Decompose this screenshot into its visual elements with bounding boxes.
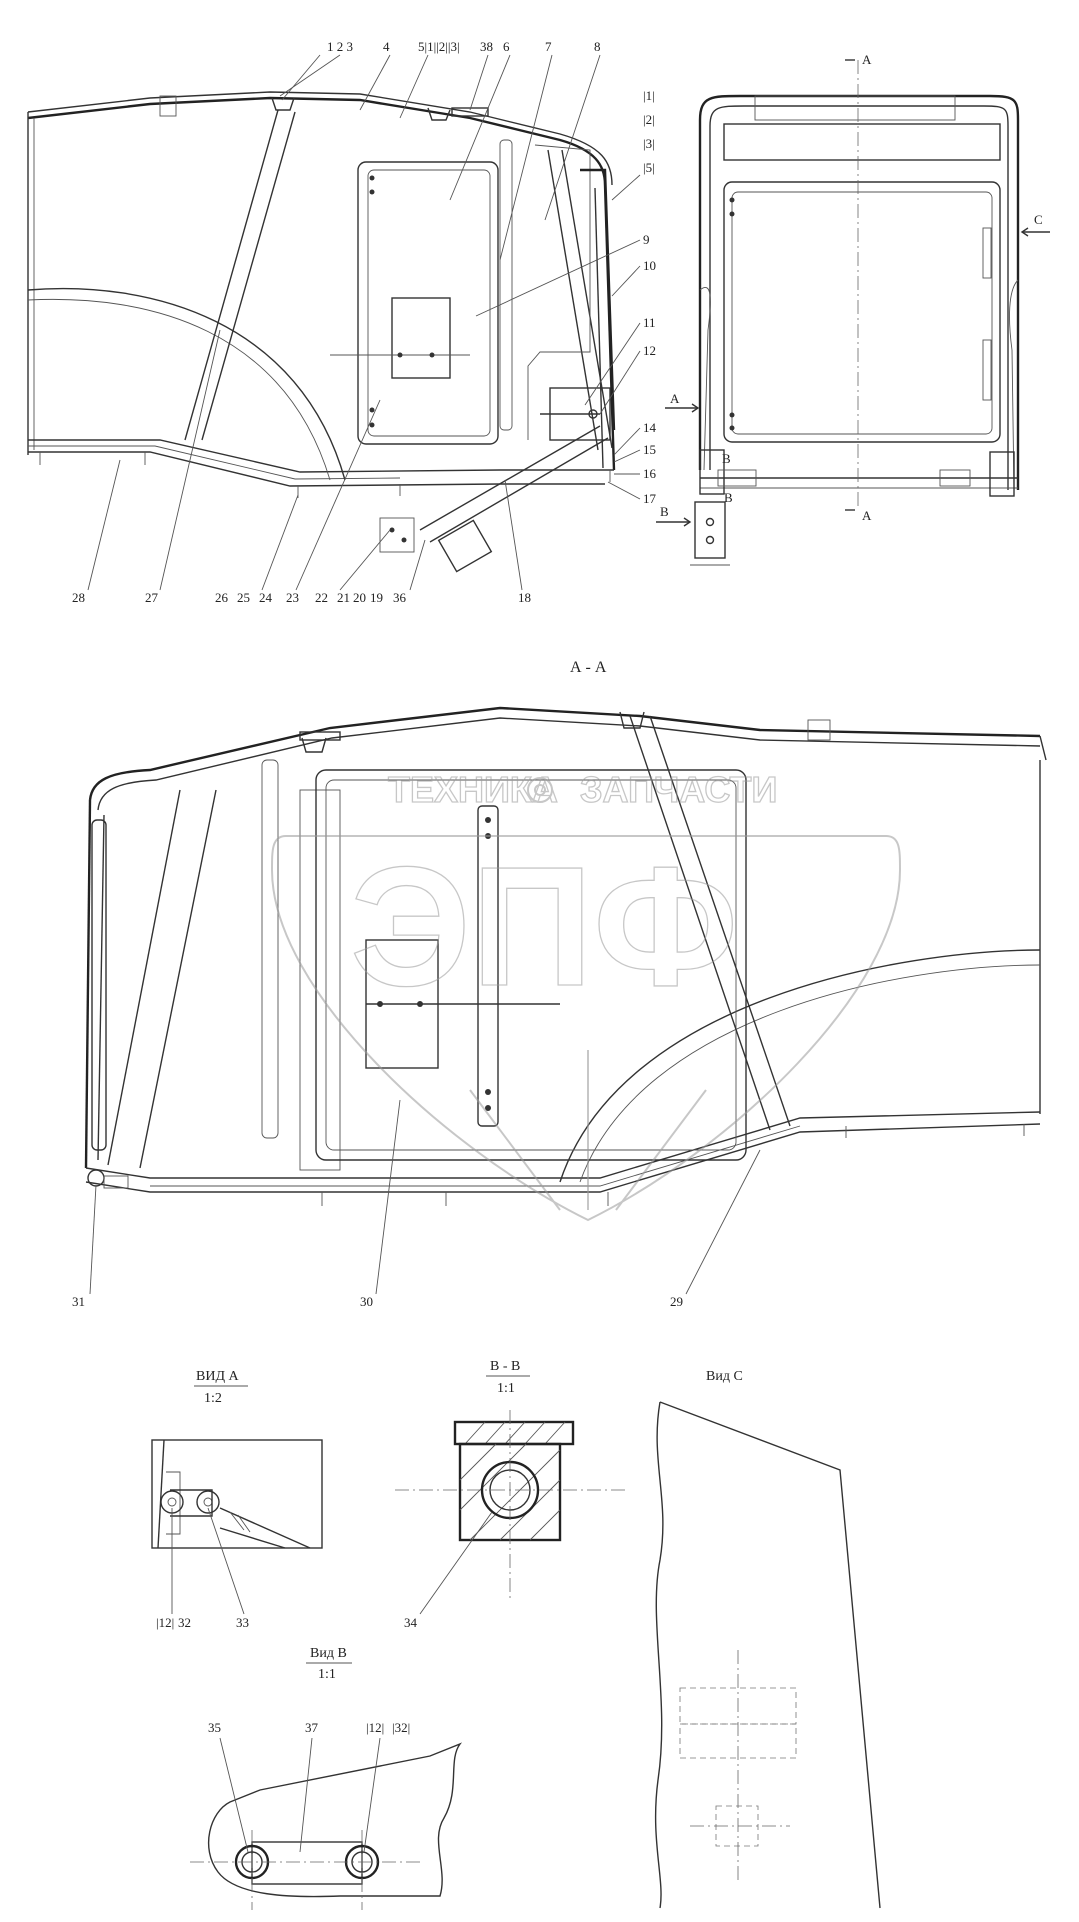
callout-9: 9 [643,232,650,247]
watermark-tekhnika: ТЕХНИКА [388,769,558,810]
watermark-letters: ЭПФ [350,832,738,1022]
view-a-callouts: |12| 32 33 [156,1507,249,1630]
ref-1: |1| [643,88,655,103]
wheat-icon [469,1050,707,1211]
callout-12: 12 [643,343,656,358]
callout-23: 23 [286,590,299,605]
view-mark-c: C [1034,212,1043,227]
callout-31: 31 [72,1294,85,1309]
view-bb: B - B 1:1 [395,1359,625,1600]
section-aa-view: А - А [84,659,1047,1206]
callout-16: 16 [643,466,657,481]
view-mark-a: A [670,391,680,406]
front-view-marks: A A A C B B B [660,52,1043,523]
view-b-scale: 1:1 [318,1667,336,1682]
section-aa-title: А - А [570,659,607,676]
view-bb-scale: 1:1 [497,1381,515,1396]
watermark-zapchasti: ЗАПЧАСТИ [580,769,777,810]
callout-32: 32 [178,1615,191,1630]
callout-18: 18 [518,590,531,605]
callout-15: 15 [643,442,656,457]
callout-17: 17 [643,491,657,506]
ref-3: |3| [643,136,655,151]
callout-29: 29 [670,1294,683,1309]
callout-19: 19 [370,590,383,605]
callout-25: 25 [237,590,250,605]
watermark: ТЕХНИКА ЗАПЧАСТИ ЭПФ [270,768,902,1222]
callout-14: 14 [643,420,657,435]
callout-33: 33 [236,1615,249,1630]
callout-1-2-3: 1 2 3 [327,39,353,54]
callout-20: 20 [353,590,366,605]
gear-icon [527,777,553,803]
view-c-title: Вид С [706,1369,743,1384]
callout-12-ref-b: |12| [366,1720,384,1735]
callout-7: 7 [545,39,552,54]
callout-35: 35 [208,1720,221,1735]
callout-37: 37 [305,1720,319,1735]
callout-6: 6 [503,39,510,54]
callout-4: 4 [383,39,390,54]
section-mark-b-1: B [722,451,731,466]
callout-10: 10 [643,258,656,273]
callout-24: 24 [259,590,273,605]
callout-26: 26 [215,590,229,605]
side-view-callouts: 1 2 3 4 5|1||2||3| 38 6 7 8 9 10 11 12 1… [72,39,657,605]
callout-11: 11 [643,315,656,330]
ref-2: |2| [643,112,655,127]
callout-8: 8 [594,39,601,54]
view-b: Вид В 1:1 [190,1646,463,1910]
view-c: Вид С [654,1369,881,1909]
front-view [656,59,1050,566]
callout-22: 22 [315,590,328,605]
view-a-title: ВИД А [196,1369,239,1384]
callout-21: 21 [337,590,350,605]
callout-30: 30 [360,1294,373,1309]
view-a-scale: 1:2 [204,1391,222,1406]
section-mark-b-2: B [724,490,733,505]
callout-34: 34 [404,1615,418,1630]
view-bb-callouts: 34 [404,1511,493,1630]
callout-38: 38 [480,39,493,54]
section-aa-callouts: 31 30 29 [72,1099,761,1309]
side-view [27,91,616,573]
view-mark-b: B [660,504,669,519]
view-b-title: Вид В [310,1646,347,1661]
callout-5-refs: 5|1||2||3| [418,39,460,54]
callout-27: 27 [145,590,159,605]
section-mark-a-bottom: A [862,508,872,523]
ref-5: |5| [643,160,655,175]
view-b-callouts: 35 37 |12| |32| [208,1720,410,1853]
view-bb-title: B - B [490,1359,520,1374]
callout-12-ref: |12| [156,1615,174,1630]
callout-32-ref-b: |32| [392,1720,410,1735]
view-a: ВИД А 1:2 [151,1369,323,1549]
callout-36: 36 [393,590,407,605]
callout-28: 28 [72,590,85,605]
section-mark-a-top: A [862,52,872,67]
